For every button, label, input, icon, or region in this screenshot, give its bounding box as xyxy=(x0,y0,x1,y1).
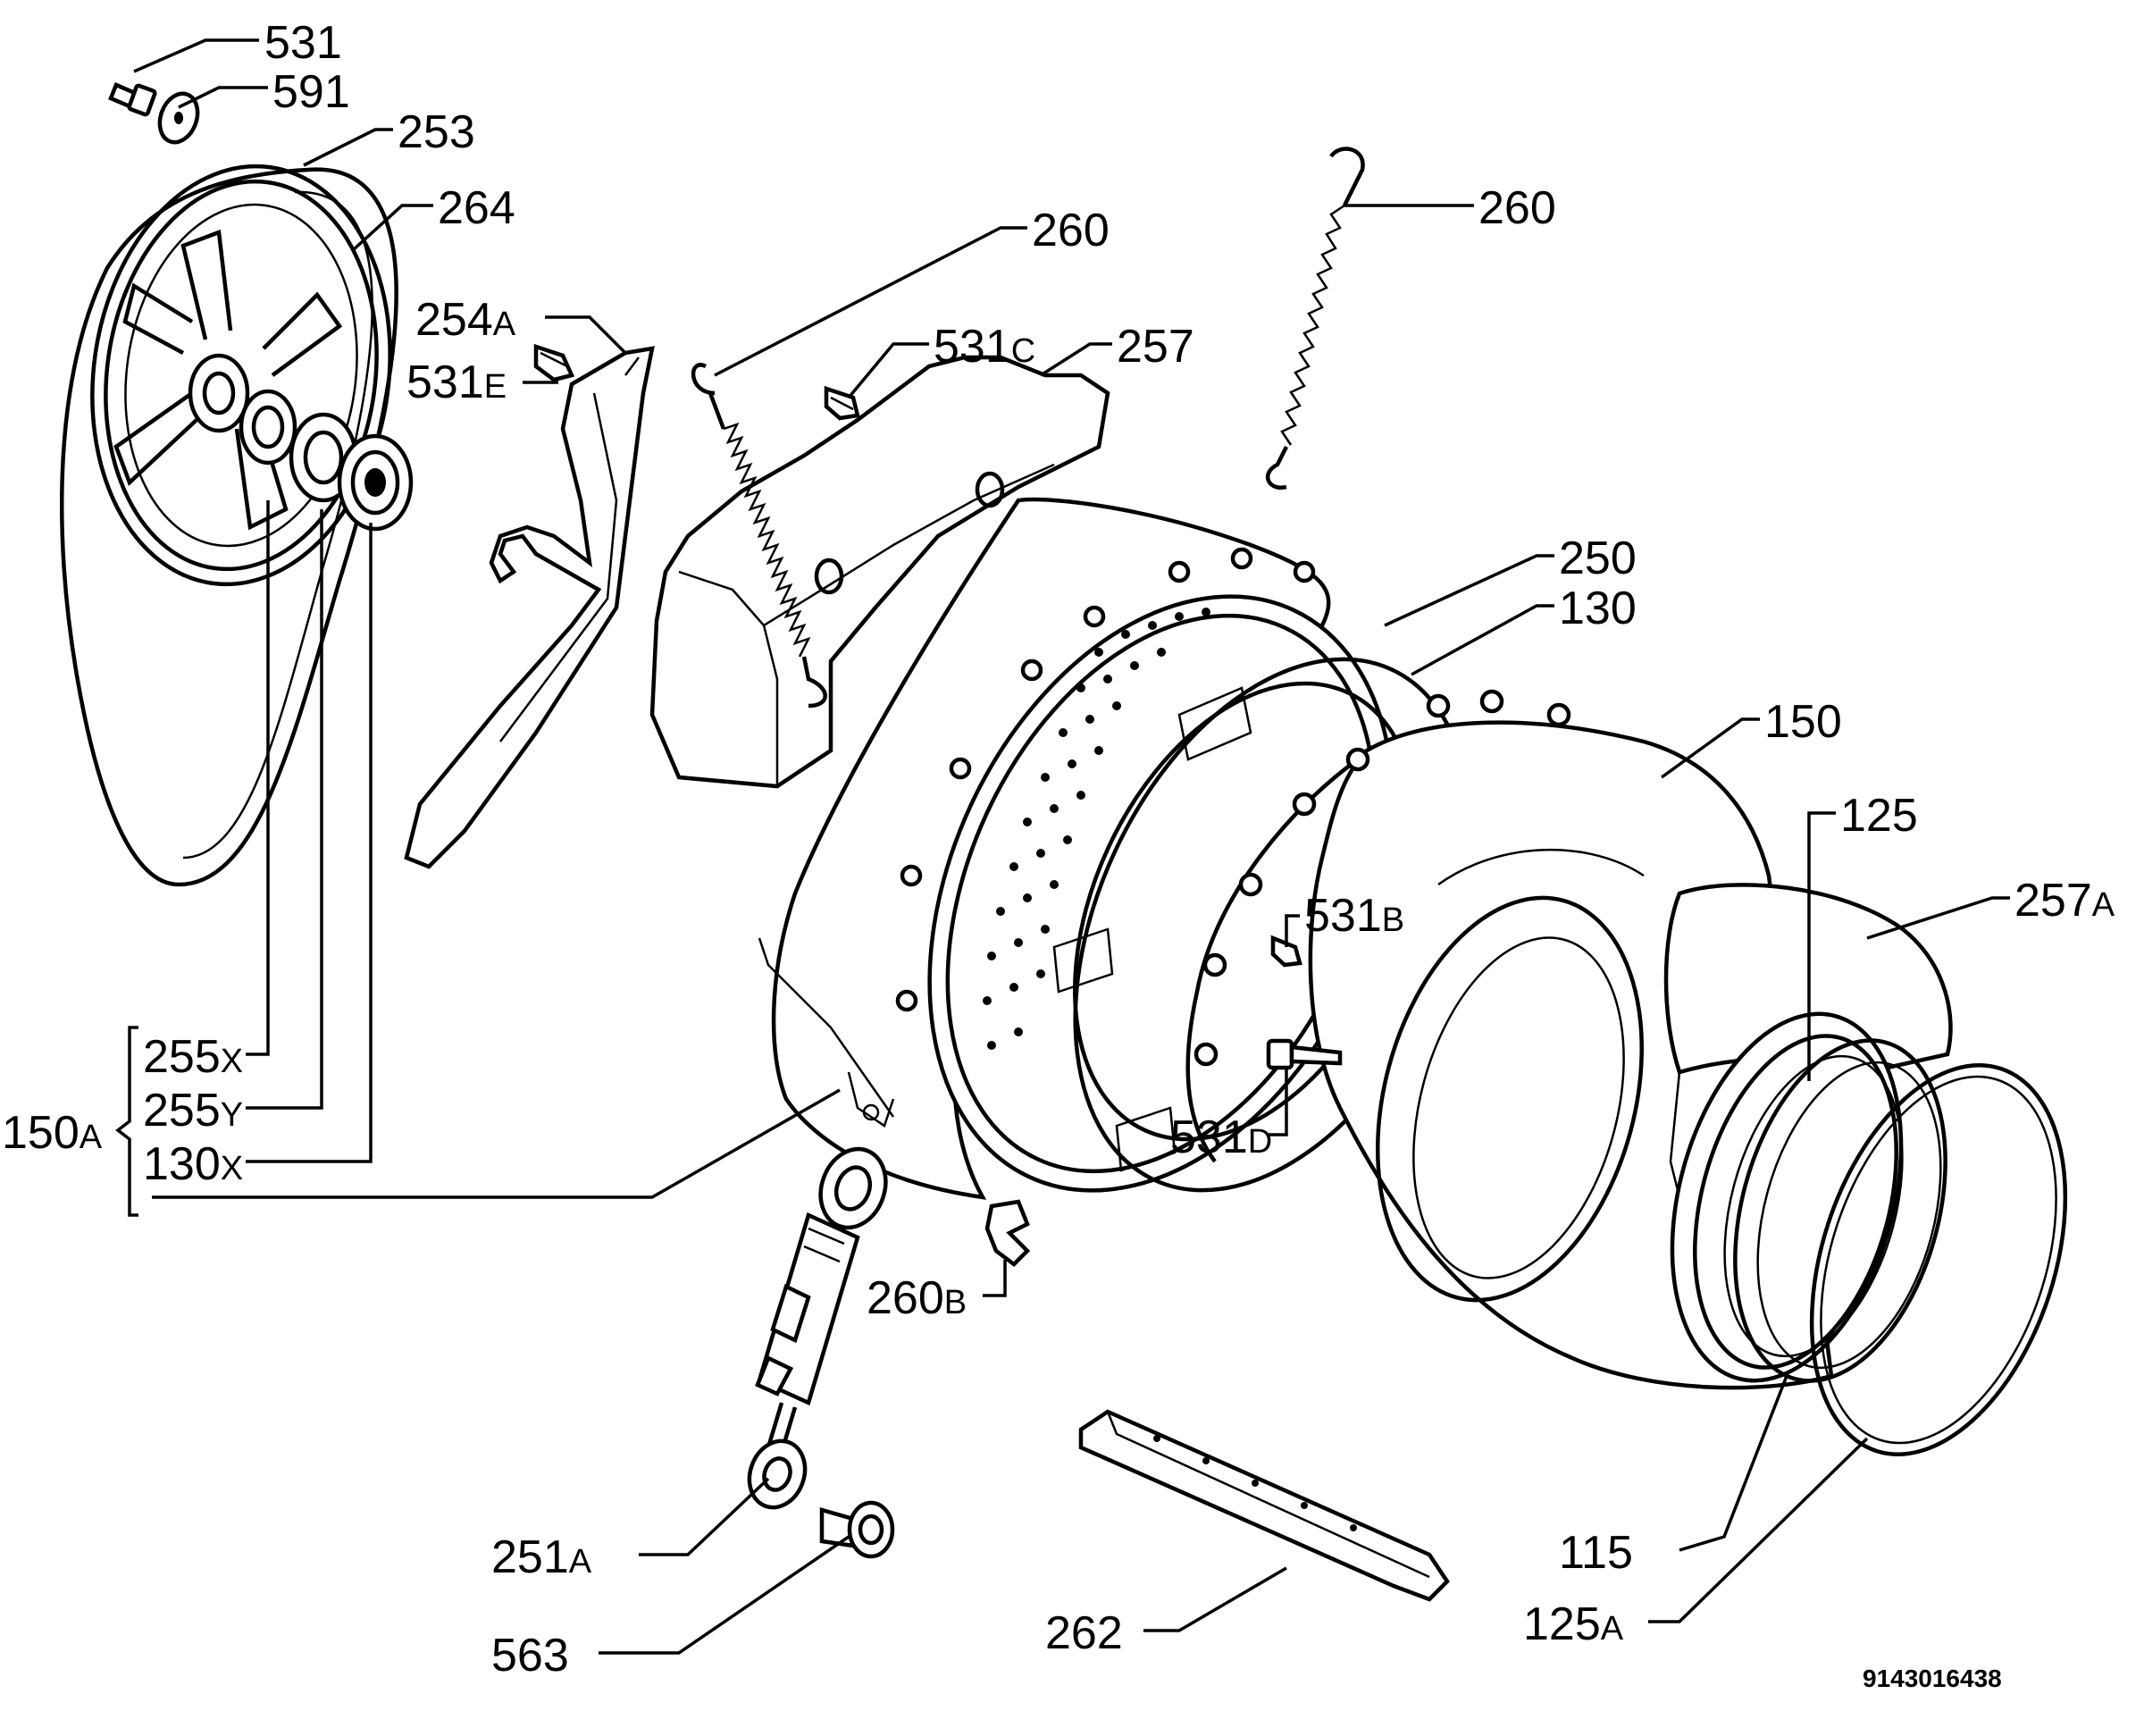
callouts: 531 591 253 264 254A 531E 260 531C 257 2… xyxy=(2,17,2115,1692)
callout-254a: 254A xyxy=(415,294,516,346)
door-seal xyxy=(1670,1011,1947,1383)
screw-531d xyxy=(1266,1038,1343,1070)
callout-563: 563 xyxy=(491,1630,569,1681)
callout-250: 250 xyxy=(1559,533,1637,584)
callout-150a: 150A xyxy=(2,1107,103,1159)
callout-257: 257 xyxy=(1117,321,1194,373)
callout-255y: 255Y xyxy=(143,1085,243,1136)
callout-255x: 255X xyxy=(143,1031,243,1083)
callout-260-mid: 260 xyxy=(1032,205,1110,256)
clamp-ring xyxy=(1809,1063,2068,1456)
callout-253: 253 xyxy=(398,106,475,158)
callout-130: 130 xyxy=(1559,583,1637,634)
callout-115: 115 xyxy=(1559,1527,1633,1579)
callout-264: 264 xyxy=(438,182,515,234)
leader-lines xyxy=(133,38,2010,1655)
callout-531: 531 xyxy=(264,17,342,69)
drum-baffle xyxy=(1078,1409,1450,1602)
callout-531e: 531E xyxy=(406,356,507,408)
screw-531e xyxy=(533,343,575,382)
drawing-number: 9143016438 xyxy=(1863,1665,2002,1692)
callout-251a: 251A xyxy=(491,1531,592,1583)
callout-125: 125 xyxy=(1840,790,1918,842)
callout-531d: 531D xyxy=(1170,1111,1272,1163)
callout-591: 591 xyxy=(272,66,350,118)
callout-125a: 125A xyxy=(1523,1598,1624,1650)
screw-washer xyxy=(108,82,200,145)
callout-260b: 260B xyxy=(867,1272,967,1324)
support-bracket xyxy=(404,346,655,869)
pulley-wheel xyxy=(60,164,398,887)
shock-absorber xyxy=(747,1146,888,1510)
clip-260b xyxy=(984,1199,1031,1267)
screw-531b xyxy=(1270,935,1302,968)
bearing-set xyxy=(239,389,414,532)
bolt-563 xyxy=(819,1500,895,1559)
callout-130x: 130X xyxy=(143,1138,243,1190)
spring-middle xyxy=(691,363,827,709)
callout-531b: 531B xyxy=(1304,890,1404,942)
spring-right xyxy=(1266,147,1365,491)
drum-perforations xyxy=(983,608,1210,1050)
group-brace-150a xyxy=(115,1026,138,1217)
counterweight-top xyxy=(649,355,1110,789)
callout-262: 262 xyxy=(1045,1607,1123,1659)
callout-150: 150 xyxy=(1764,696,1842,748)
callout-260-right: 260 xyxy=(1478,182,1556,234)
callout-257a: 257A xyxy=(2014,875,2115,927)
callout-531c: 531C xyxy=(934,321,1035,373)
